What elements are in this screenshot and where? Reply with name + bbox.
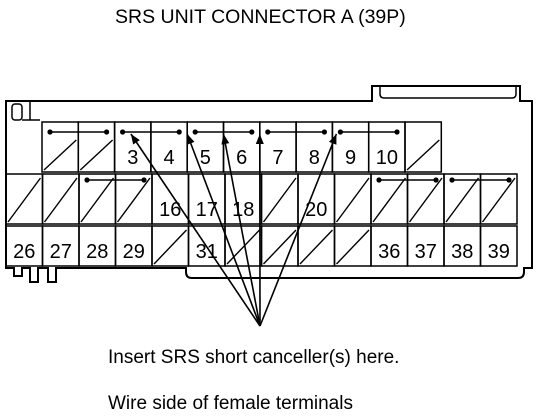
terminal-cavity: 18 bbox=[224, 173, 263, 225]
terminal-cavity: 8 bbox=[295, 121, 334, 173]
empty-cavity-mark bbox=[116, 177, 151, 223]
terminal-number: 8 bbox=[309, 147, 320, 169]
terminal-number: 10 bbox=[376, 147, 398, 169]
empty-cavity-mark bbox=[335, 229, 370, 265]
instruction-caption: Insert SRS short canceller(s) here. bbox=[108, 347, 400, 368]
terminal-cavity bbox=[151, 225, 190, 267]
short-canceller-bar bbox=[84, 177, 147, 183]
empty-cavity-mark bbox=[80, 177, 115, 223]
short-canceller-bar bbox=[192, 129, 255, 135]
terminal-cavity bbox=[333, 225, 372, 267]
terminal-cavity: 29 bbox=[114, 225, 153, 267]
pointer-arrow bbox=[130, 133, 261, 327]
empty-cavity-mark bbox=[226, 229, 261, 265]
canceller-pointer-arrows bbox=[130, 133, 338, 327]
terminal-number: 20 bbox=[305, 199, 327, 221]
empty-cavity-mark bbox=[262, 229, 297, 265]
terminal-cavity: 37 bbox=[406, 225, 445, 267]
terminal-number: 36 bbox=[378, 241, 400, 263]
terminal-cavity bbox=[77, 121, 116, 173]
terminal-cavity bbox=[479, 173, 518, 225]
terminal-number: 39 bbox=[488, 241, 510, 263]
empty-cavity-mark bbox=[262, 177, 297, 223]
terminal-cavity: 10 bbox=[367, 121, 406, 173]
empty-cavity-mark bbox=[445, 177, 480, 223]
empty-cavity-mark bbox=[153, 229, 188, 265]
terminal-cavity bbox=[443, 173, 482, 225]
terminal-cavity: 27 bbox=[41, 225, 80, 267]
terminal-cavity: 39 bbox=[479, 225, 518, 267]
terminal-number: 9 bbox=[345, 147, 356, 169]
terminal-number: 5 bbox=[200, 147, 211, 169]
terminal-number: 6 bbox=[236, 147, 247, 169]
terminal-number: 29 bbox=[123, 241, 145, 263]
terminal-number: 4 bbox=[163, 147, 174, 169]
short-canceller-bar bbox=[337, 129, 400, 135]
pointer-arrow bbox=[255, 133, 264, 327]
pointer-arrow bbox=[186, 133, 261, 327]
terminal-number: 18 bbox=[232, 199, 254, 221]
empty-cavity-mark bbox=[79, 139, 114, 171]
terminal-grid: 3 4 5 6 7 8 9 10 16 17 18 20 26 27 28 29 31 36 37 38 39 bbox=[5, 121, 518, 267]
empty-cavity-mark bbox=[7, 177, 42, 223]
short-canceller-bar bbox=[120, 129, 182, 135]
short-canceller-bar bbox=[376, 177, 439, 183]
short-canceller-bars bbox=[47, 129, 512, 183]
terminal-cavity bbox=[78, 173, 117, 225]
terminal-number: 37 bbox=[415, 241, 437, 263]
short-canceller-bar bbox=[265, 129, 327, 135]
diagram-title: SRS UNIT CONNECTOR A (39P) bbox=[115, 6, 406, 28]
terminal-cavity bbox=[297, 225, 336, 267]
terminal-cavity bbox=[333, 173, 372, 225]
terminal-cavity bbox=[41, 121, 80, 173]
view-note: Wire side of female terminals bbox=[108, 393, 353, 414]
short-canceller-bar bbox=[449, 177, 512, 183]
terminal-cavity bbox=[404, 121, 443, 173]
terminal-cavity bbox=[370, 173, 409, 225]
terminal-cavity: 26 bbox=[5, 225, 44, 267]
terminal-number: 27 bbox=[50, 241, 72, 263]
terminal-cavity: 38 bbox=[443, 225, 482, 267]
terminal-cavity: 28 bbox=[78, 225, 117, 267]
terminal-cavity: 9 bbox=[331, 121, 370, 173]
terminal-cavity bbox=[5, 173, 44, 225]
terminal-cavity bbox=[114, 173, 153, 225]
terminal-number: 38 bbox=[451, 241, 473, 263]
terminal-cavity: 16 bbox=[151, 173, 190, 225]
terminal-number: 7 bbox=[272, 147, 283, 169]
terminal-cavity: 17 bbox=[187, 173, 226, 225]
terminal-cavity: 36 bbox=[370, 225, 409, 267]
pointer-arrow bbox=[259, 133, 338, 327]
terminal-cavity: 3 bbox=[113, 121, 152, 173]
terminal-number: 3 bbox=[127, 147, 138, 169]
terminal-cavity bbox=[260, 173, 299, 225]
empty-cavity-mark bbox=[43, 177, 78, 223]
terminal-number: 26 bbox=[13, 241, 35, 263]
terminal-number: 16 bbox=[159, 199, 181, 221]
terminal-number: 28 bbox=[86, 241, 108, 263]
empty-cavity-mark bbox=[299, 229, 334, 265]
short-canceller-bar bbox=[47, 129, 110, 135]
terminal-number: 17 bbox=[196, 199, 218, 221]
empty-cavity-mark bbox=[408, 177, 443, 223]
terminal-cavity bbox=[406, 173, 445, 225]
connector-housing bbox=[5, 85, 533, 283]
terminal-cavity: 4 bbox=[150, 121, 188, 173]
terminal-number: 31 bbox=[196, 241, 218, 263]
terminal-cavity bbox=[41, 173, 80, 225]
terminal-cavity: 7 bbox=[259, 121, 297, 173]
empty-cavity-mark bbox=[481, 177, 516, 223]
pointer-arrow bbox=[221, 133, 261, 327]
empty-cavity-mark bbox=[372, 177, 407, 223]
empty-cavity-mark bbox=[406, 139, 440, 171]
empty-cavity-mark bbox=[335, 177, 370, 223]
empty-cavity-mark bbox=[43, 139, 77, 171]
